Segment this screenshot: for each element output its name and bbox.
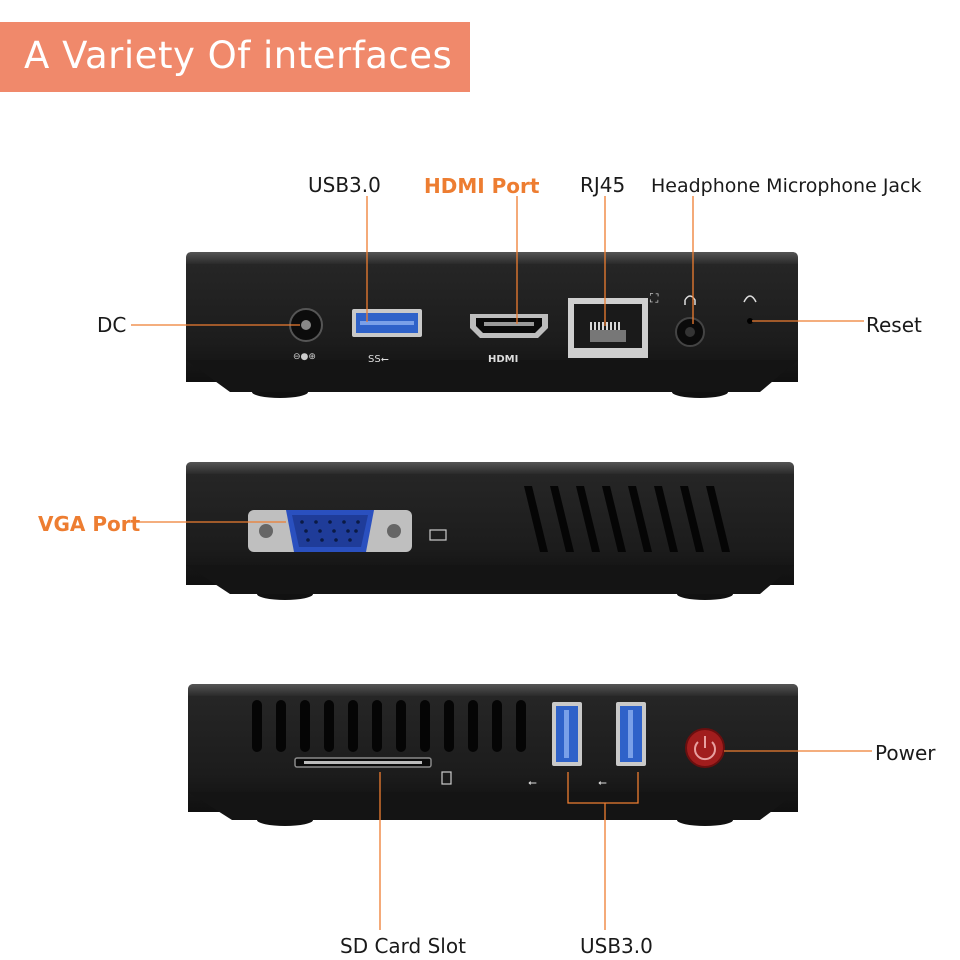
- svg-text:⊖●⊕: ⊖●⊕: [293, 352, 316, 362]
- title-banner: A Variety Of interfaces: [0, 22, 470, 92]
- label-headphone-jack: Headphone Microphone Jack: [651, 175, 922, 197]
- svg-text:SS⭠: SS⭠: [368, 354, 389, 365]
- panel-front: ⊖●⊕ SS⭠ HDMI ⛶: [131, 196, 864, 398]
- rj45-port-icon: ⛶: [568, 291, 659, 358]
- dc-jack-icon: ⊖●⊕: [289, 308, 323, 362]
- vent-grille-side: [524, 486, 730, 552]
- svg-text:⭠: ⭠: [528, 776, 537, 789]
- sd-card-slot-icon: [294, 757, 452, 785]
- label-hdmi-port: HDMI Port: [424, 174, 540, 198]
- vent-grille-back: [252, 700, 526, 752]
- usb-port-icon: SS⭠: [352, 309, 422, 365]
- headphone-jack-icon: [675, 295, 705, 347]
- label-rj45: RJ45: [580, 173, 626, 197]
- label-power: Power: [875, 741, 936, 765]
- usb-port-icon: ⭠: [598, 702, 646, 789]
- hdmi-port-icon: HDMI: [470, 314, 548, 365]
- callout-lines-front: [131, 196, 864, 326]
- label-vga-port: VGA Port: [38, 512, 141, 536]
- panel-back: ⭠ ⭠: [188, 684, 872, 930]
- vga-port-icon: [248, 510, 412, 552]
- label-sd-card-slot: SD Card Slot: [340, 934, 466, 958]
- svg-text:HDMI: HDMI: [488, 354, 518, 365]
- label-dc: DC: [97, 313, 127, 337]
- label-usb30-front: USB3.0: [308, 173, 381, 197]
- label-usb30-back: USB3.0: [580, 934, 653, 958]
- panel-side: [132, 462, 794, 600]
- power-button-icon: [685, 728, 725, 768]
- monitor-icon: [429, 529, 447, 541]
- usb-port-icon: ⭠: [528, 702, 582, 789]
- svg-text:⭠: ⭠: [598, 776, 607, 789]
- callout-lines-back: [379, 750, 872, 930]
- device-body-side: [186, 462, 794, 585]
- svg-text:⛶: ⛶: [649, 291, 659, 305]
- banner-title: A Variety Of interfaces: [24, 34, 453, 77]
- label-reset: Reset: [866, 313, 922, 337]
- reset-hole-icon: [743, 295, 757, 324]
